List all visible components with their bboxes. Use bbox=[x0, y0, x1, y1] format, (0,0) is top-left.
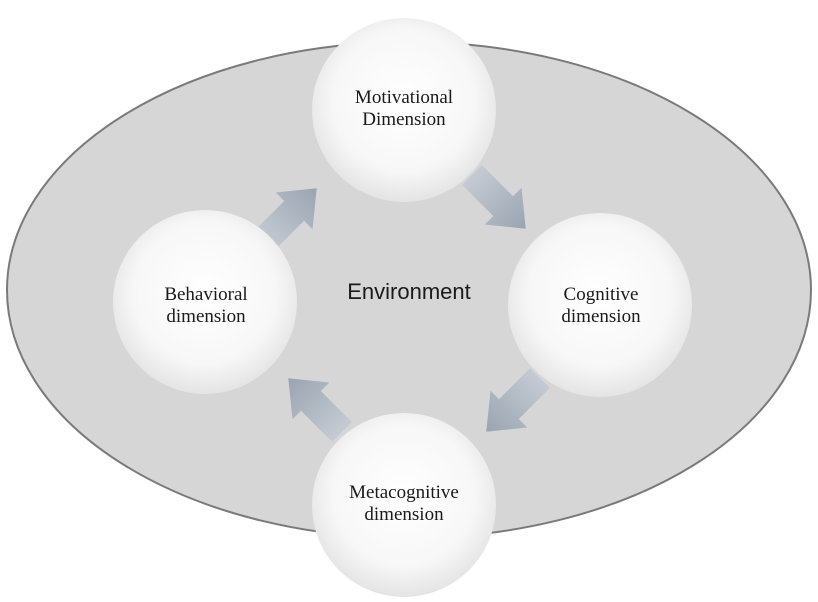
arrow-metacognitive-to-behavioral bbox=[288, 378, 352, 442]
metacognitive-label-line2: dimension bbox=[364, 504, 444, 525]
behavioral-label: Behavioral dimension bbox=[116, 284, 296, 328]
cognitive-label-line1: Cognitive bbox=[563, 284, 639, 305]
node-metacognitive bbox=[312, 413, 496, 597]
behavioral-label-line1: Behavioral bbox=[164, 284, 248, 305]
arrow-cognitive-to-metacognitive bbox=[486, 368, 550, 432]
cognitive-label-line2: dimension bbox=[561, 306, 641, 327]
node-motivational bbox=[312, 18, 496, 202]
motivational-label: Motivational Dimension bbox=[314, 87, 494, 131]
behavioral-label-line2: dimension bbox=[166, 306, 246, 327]
metacognitive-label-line1: Metacognitive bbox=[349, 482, 459, 503]
metacognitive-label: Metacognitive dimension bbox=[314, 482, 494, 526]
node-behavioral bbox=[113, 210, 297, 394]
environment-label: Environment bbox=[347, 279, 471, 304]
motivational-label-line1: Motivational bbox=[354, 87, 454, 108]
arrow-motivational-to-cognitive bbox=[462, 165, 526, 229]
node-cognitive bbox=[508, 213, 692, 397]
cognitive-label: Cognitive dimension bbox=[511, 284, 691, 328]
motivational-label-line2: Dimension bbox=[362, 109, 446, 130]
